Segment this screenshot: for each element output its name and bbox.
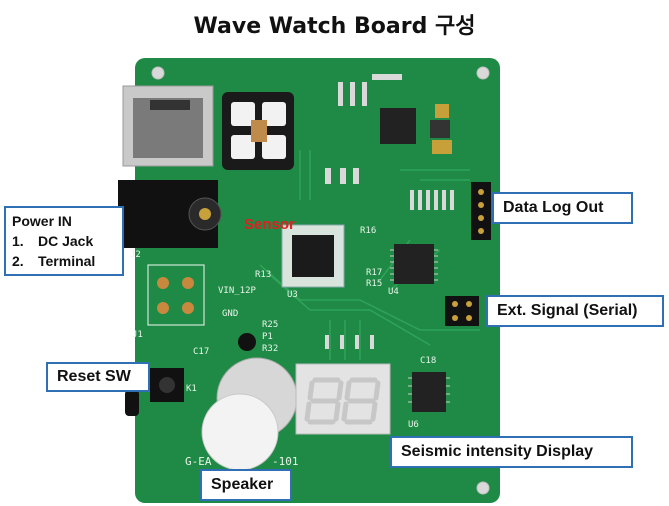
speaker-label: Speaker [200, 469, 292, 501]
r15-label: R15 [366, 279, 383, 289]
board-name-end: -101 [272, 455, 299, 468]
r13-label: R13 [255, 270, 272, 280]
r25-label: R25 [262, 320, 279, 330]
u3-label: U3 [287, 290, 298, 300]
power-in-item-terminal: 2.Terminal [12, 253, 96, 269]
c17-label: C17 [193, 347, 210, 357]
ext-signal-label: Ext. Signal (Serial) [486, 295, 664, 327]
u4-label: U4 [388, 287, 399, 297]
mcu-chip [394, 244, 434, 284]
r32-label: R32 [262, 344, 279, 354]
power-in-item-dc-jack: 1.DC Jack [12, 233, 94, 249]
terminal-pad-outline [147, 264, 205, 326]
r16-label: R16 [360, 226, 377, 236]
speaker-cone [201, 393, 279, 471]
ext-signal-header [445, 296, 479, 326]
board-name-start: G-EA [185, 455, 212, 468]
smd-components [325, 74, 454, 349]
mount-hole-tl [151, 66, 165, 80]
seismic-display-label: Seismic intensity Display [390, 436, 633, 468]
k1-label: K1 [186, 384, 197, 394]
reset-sw-label: Reset SW [46, 362, 150, 392]
vin-label: VIN_12P [218, 286, 256, 296]
mount-hole-br [476, 481, 490, 495]
data-log-out-label: Data Log Out [492, 192, 633, 224]
r17-label: R17 [366, 268, 383, 278]
gnd-label: GND [222, 309, 239, 319]
mount-hole-tr [476, 66, 490, 80]
power-in-title: Power IN [12, 213, 72, 229]
power-in-label: Power IN 1.DC Jack 2.Terminal [4, 206, 124, 276]
sensor-label: Sensor [244, 216, 295, 233]
u6-chip [412, 372, 446, 412]
reset-button-cap [125, 390, 139, 416]
page-title: Wave Watch Board 구성 [193, 14, 476, 39]
potentiometer [238, 333, 256, 351]
p1-label: P1 [262, 332, 273, 342]
j2-label: J2 [130, 250, 141, 260]
u6-label: U6 [408, 420, 419, 430]
data-log-header [471, 182, 491, 240]
c18-label: C18 [420, 356, 437, 366]
top-chip [380, 108, 416, 144]
j1-label: J1 [132, 330, 143, 340]
